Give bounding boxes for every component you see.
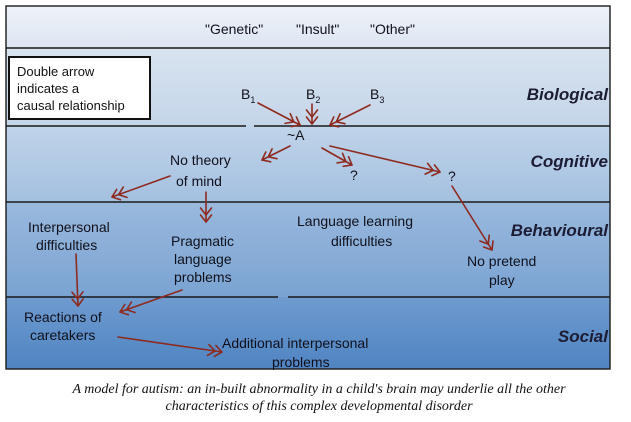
arrow-interpersonal-to-reactions — [75, 253, 79, 307]
band-behavioural — [6, 202, 610, 297]
causal-arrows — [71, 102, 494, 358]
header-band — [6, 6, 610, 48]
arrowhead-reactions-to-additional — [213, 344, 223, 358]
node-reactions-2: caretakers — [30, 327, 95, 343]
arrow-question-2-to-no-pretend — [451, 185, 493, 251]
caption-line-1: A model for autism: an in-built abnormal… — [71, 382, 566, 397]
legend-box — [8, 56, 151, 120]
header-genetic: "Genetic" — [205, 21, 263, 37]
node-pragmatic-1: Pragmatic — [171, 233, 234, 249]
node-question-1: ? — [350, 167, 358, 183]
node-reactions-1: Reactions of — [24, 309, 102, 325]
arrowhead-a-to-theory-of-mind — [261, 151, 272, 163]
arrowhead-pragmatic-to-reactions — [119, 303, 130, 316]
level-biological: Biological — [527, 85, 610, 104]
arrowhead-interpersonal-to-reactions — [71, 298, 84, 307]
arrowhead-a-to-question-1 — [336, 152, 347, 164]
legend-line-1: Double arrow — [17, 64, 95, 79]
arrow-a-to-question-1 — [321, 147, 353, 166]
arrow-a-to-theory-of-mind — [261, 145, 291, 161]
caption-line-2: characteristics of this complex developm… — [165, 399, 473, 414]
node-language-learning-1: Language learning — [297, 213, 413, 229]
band-cognitive — [6, 126, 610, 202]
node-a: ~A — [287, 127, 305, 143]
arrowhead-reactions-to-additional — [206, 343, 216, 357]
node-question-2: ? — [448, 168, 456, 184]
legend-line-3: causal relationship — [17, 98, 125, 113]
arrowhead-b2-to-a — [305, 116, 319, 125]
level-behavioural: Behavioural — [511, 221, 610, 240]
arrow-a-to-question-2 — [329, 145, 441, 173]
node-additional-2: problems — [272, 354, 330, 370]
node-theory-of-mind-1: No theory — [170, 152, 231, 168]
arrowhead-question-2-to-no-pretend — [482, 240, 494, 251]
arrowhead-b1-to-a — [290, 116, 301, 128]
legend-line-2: indicates a — [17, 81, 80, 96]
arrowhead-b3-to-a — [329, 116, 340, 128]
arrowhead-b1-to-a — [284, 112, 295, 125]
node-language-learning-2: difficulties — [331, 233, 392, 249]
arrowhead-b3-to-a — [335, 113, 346, 125]
node-additional-1: Additional interpersonal — [222, 335, 368, 351]
arrowhead-question-2-to-no-pretend — [479, 234, 490, 245]
arrowhead-theory-to-pragmatic — [199, 214, 213, 223]
arrowhead-a-to-question-1 — [342, 156, 353, 168]
node-theory-of-mind-2: of mind — [176, 173, 222, 189]
arrowhead-a-to-question-2 — [424, 162, 434, 175]
node-b3: B3 — [370, 86, 384, 105]
node-b1: B1 — [241, 86, 255, 105]
arrowhead-b2-to-a — [305, 109, 319, 118]
node-interpersonal-2: difficulties — [36, 237, 97, 253]
arrowhead-interpersonal-to-reactions — [71, 291, 84, 300]
header-insult: "Insult" — [296, 21, 339, 37]
arrowhead-theory-to-pragmatic — [199, 207, 213, 216]
arrowhead-theory-to-interpersonal — [117, 186, 128, 199]
arrowhead-pragmatic-to-reactions — [125, 301, 136, 314]
level-cognitive: Cognitive — [531, 152, 608, 171]
node-no-pretend-2: play — [489, 272, 515, 288]
arrow-reactions-to-additional — [117, 336, 223, 353]
arrowhead-a-to-theory-of-mind — [267, 148, 278, 160]
header-other: "Other" — [370, 21, 415, 37]
band-social — [6, 297, 610, 369]
node-interpersonal-1: Interpersonal — [28, 219, 110, 235]
arrow-pragmatic-to-reactions — [119, 289, 183, 313]
node-no-pretend-1: No pretend — [467, 253, 536, 269]
node-b2: B2 — [306, 86, 320, 105]
node-pragmatic-3: problems — [174, 269, 232, 285]
node-pragmatic-2: language — [174, 251, 232, 267]
level-social: Social — [558, 327, 609, 346]
diagram-frame — [5, 5, 611, 370]
arrowhead-a-to-question-2 — [431, 164, 441, 177]
arrow-theory-to-interpersonal — [111, 175, 171, 198]
arrowhead-theory-to-interpersonal — [111, 188, 122, 201]
